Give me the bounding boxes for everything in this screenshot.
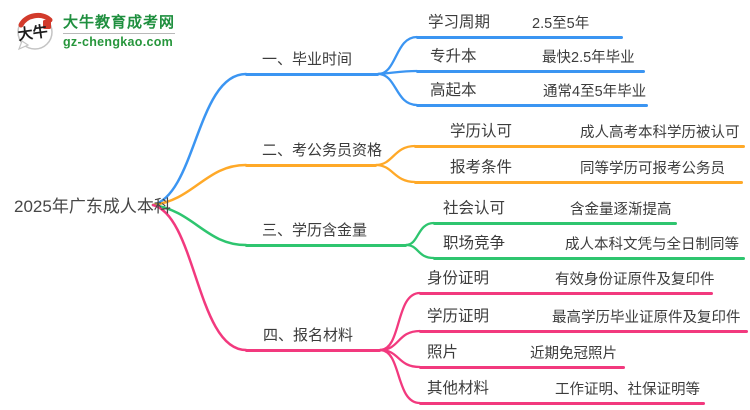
trunk-curves <box>151 72 248 352</box>
underline <box>419 292 713 295</box>
branch-2-child-1-value: 成人高考本科学历被认可 <box>580 125 740 141</box>
branch-4-child-3-label: 照片 <box>427 344 459 361</box>
branch-1-child-3-label: 高起本 <box>430 82 477 99</box>
branch-3-label: 三、学历含金量 <box>262 222 368 239</box>
branch-1-child-2-value: 最快2.5年毕业 <box>542 50 635 66</box>
branch-4-child-1-label: 身份证明 <box>427 270 490 287</box>
branch-3-child-1-label: 社会认可 <box>443 200 506 217</box>
branch-4-child-2-value: 最高学历毕业证原件及复印件 <box>552 310 741 326</box>
branch-3-child-1-value: 含金量逐渐提高 <box>570 202 672 218</box>
branch-1-child-1-value: 2.5至5年 <box>532 16 590 32</box>
branch-1-label: 一、毕业时间 <box>262 51 353 68</box>
underline <box>416 36 623 39</box>
branch-3-child-2-label: 职场竞争 <box>443 235 506 252</box>
branch-1-fork <box>376 35 419 107</box>
branch-2-fork <box>374 144 417 184</box>
branch-1-child-3-value: 通常4至5年毕业 <box>543 84 647 100</box>
underline <box>414 181 743 184</box>
logo-title: 大牛教育成考网 <box>63 13 176 31</box>
underline <box>245 73 379 76</box>
underline <box>245 244 407 247</box>
underline <box>419 330 748 333</box>
branch-2-child-2-value: 同等学历可报考公务员 <box>580 161 725 177</box>
branch-3-fork <box>404 221 436 260</box>
branch-4-child-2-label: 学历证明 <box>427 308 490 325</box>
underline <box>416 104 648 107</box>
logo-divider <box>63 32 176 34</box>
underline <box>419 402 705 405</box>
branch-1-child-1-label: 学习周期 <box>428 14 491 31</box>
branch-4-child-4-label: 其他材料 <box>427 380 490 397</box>
branch-3-child-2-value: 成人本科文凭与全日制同等 <box>565 237 739 253</box>
branch-4-child-4-value: 工作证明、社保证明等 <box>555 382 700 398</box>
logo-domain: gz-chengkao.com <box>63 34 174 49</box>
underline <box>245 164 377 167</box>
underline <box>419 366 625 369</box>
root-node-label: 2025年广东成人本科 <box>14 197 171 216</box>
underline <box>414 145 745 148</box>
underline <box>433 222 677 225</box>
logo-icon: 大牛 <box>17 12 53 51</box>
logo-mark-text: 大牛 <box>17 22 49 44</box>
underline <box>245 349 381 352</box>
logo-text-block: 大牛教育成考网 gz-chengkao.com <box>63 13 176 49</box>
underline <box>433 257 745 260</box>
branch-2-child-2-label: 报考条件 <box>450 159 513 176</box>
site-logo: 大牛 大牛教育成考网 gz-chengkao.com <box>12 8 176 54</box>
branch-2-label: 二、考公务员资格 <box>262 142 383 159</box>
branch-4-label: 四、报名材料 <box>263 327 354 344</box>
branch-4-child-1-value: 有效身份证原件及复印件 <box>555 272 715 288</box>
branch-4-child-3-value: 近期免冠照片 <box>530 346 617 362</box>
branch-4-fork <box>378 291 422 405</box>
underline <box>416 70 645 73</box>
branch-2-child-1-label: 学历认可 <box>450 123 513 140</box>
branch-1-child-2-label: 专升本 <box>430 48 477 65</box>
